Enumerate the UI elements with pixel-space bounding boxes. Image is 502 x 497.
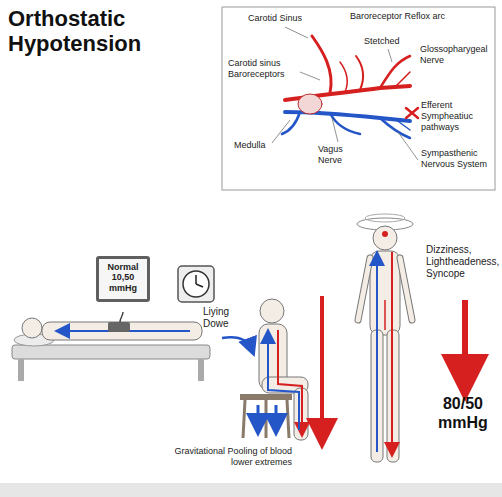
- seated-patient-part: [268, 334, 299, 430]
- standing-patient: [357, 214, 413, 462]
- lying-patient-part: [42, 322, 202, 340]
- reflex-arc-vessels-part: [298, 94, 322, 114]
- reflex-arc-vessels: [282, 36, 418, 138]
- clock-icon-part: [196, 275, 203, 287]
- pressure-drop-arrow: [465, 300, 466, 384]
- annotation-label: Dizziness, Lightheadeness, Syncope: [426, 244, 500, 280]
- leader-lines-part: [398, 132, 418, 160]
- lying-patient: [12, 312, 210, 381]
- reflex-arc-vessels-part: [340, 62, 347, 92]
- annotation-label: Carotid Sinus: [248, 13, 320, 24]
- reflex-arc-vessels-part: [380, 56, 410, 88]
- reflex-arc-vessels-part: [330, 113, 360, 134]
- seated-patient-part: [240, 394, 292, 400]
- diagram-title: Orthostatic Hypotension: [8, 6, 198, 57]
- inset-frame: [222, 7, 495, 190]
- leader-lines-part: [300, 72, 320, 80]
- seated-patient: [240, 299, 308, 440]
- seated-patient-part: [257, 405, 260, 428]
- standing-patient-part: [384, 300, 386, 330]
- annotation-label: Medulla: [234, 140, 280, 151]
- lying-patient-part: [22, 318, 42, 338]
- standing-patient-part: [365, 214, 405, 222]
- transition-arrow-part: [222, 337, 252, 350]
- leader-lines-part: [272, 120, 290, 143]
- reflex-arc-vessels-part: [380, 118, 410, 138]
- annotation-label: Efferent Sympheatiuc pathways: [421, 100, 493, 132]
- gravity-arrow-part: [320, 296, 324, 438]
- pressure-drop-arrow-part: [462, 300, 468, 384]
- reflex-arc-vessels-part: [395, 119, 410, 130]
- leader-lines: [272, 27, 418, 160]
- reflex-arc-vessels-part: [285, 112, 410, 121]
- standing-patient-part: [370, 251, 400, 335]
- leader-lines-part: [388, 49, 392, 62]
- leader-lines-part: [285, 27, 308, 38]
- annotation-label: Baroreceptor Reflox arc: [350, 11, 474, 22]
- bottom-band: [0, 483, 502, 497]
- standing-patient-part: [376, 256, 378, 452]
- standing-patient-part: [391, 252, 393, 452]
- annotation-label: Liying Dowe: [203, 306, 255, 330]
- annotation-label: Stetched: [364, 36, 416, 47]
- gravity-arrow: [322, 296, 323, 438]
- monitor-reading: Normal 10,50 mmHg: [99, 259, 147, 296]
- annotation-label: Glossopharygeal Nerve: [420, 44, 492, 66]
- bottom-band-part: [0, 483, 502, 497]
- seated-patient-part: [243, 400, 289, 438]
- annotation-label: Sympasthenic Nervous System: [421, 148, 493, 170]
- seated-patient-part: [275, 405, 278, 428]
- lying-patient-part: [198, 359, 204, 381]
- lying-patient-part: [120, 312, 123, 322]
- seated-patient-part: [260, 299, 284, 323]
- lying-patient-part: [12, 345, 210, 359]
- reflex-arc-vessels-part: [282, 112, 300, 134]
- leader-lines-part: [332, 118, 338, 142]
- reflex-arc-vessels-part: [395, 72, 410, 87]
- clock-icon: [178, 266, 214, 302]
- reflex-arc-vessels-part: [406, 108, 418, 118]
- standing-patient-part: [382, 231, 388, 237]
- clock-icon-part: [183, 271, 209, 297]
- annotation-label: 80/50 mmHg: [428, 394, 498, 432]
- standing-patient-part: [373, 226, 397, 250]
- annotation-label: Carotid sinus Baroreceptors: [228, 58, 300, 80]
- annotation-label: Vagus Nerve: [318, 144, 362, 166]
- lying-patient-part: [18, 359, 24, 381]
- annotation-label: Gravitational Pooling of blood lower ext…: [166, 446, 292, 468]
- lying-patient-part: [108, 322, 130, 332]
- reflex-arc-vessels-part: [312, 36, 331, 93]
- clock-icon-part: [178, 266, 214, 302]
- bp-monitor-screen: Normal 10,50 mmHg: [96, 256, 150, 302]
- reflex-arc-vessels-part: [356, 56, 363, 90]
- transition-arrow: [222, 337, 252, 350]
- inset-frame-part: [222, 7, 495, 190]
